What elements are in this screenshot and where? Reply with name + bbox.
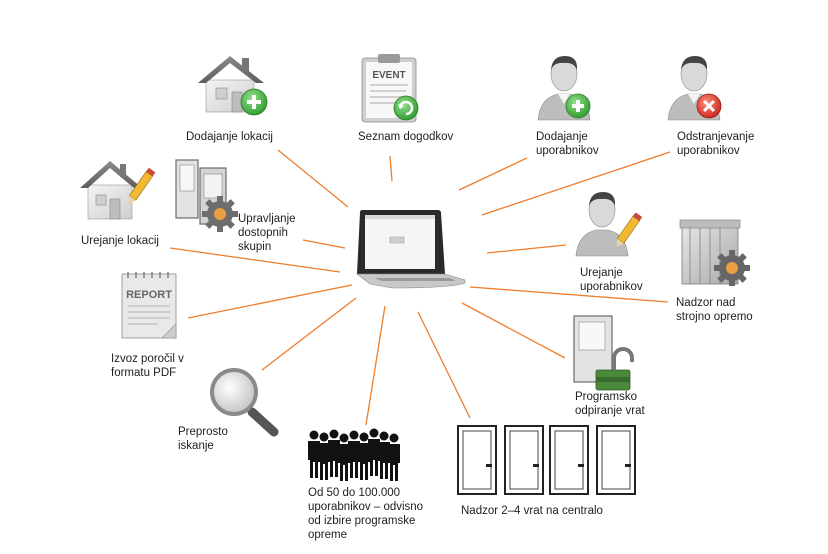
label-doors-monitor: Nadzor 2–4 vrat na centralo bbox=[461, 505, 603, 517]
spoke-add-users bbox=[458, 157, 528, 191]
label-add-users: Dodajanje uporabnikov bbox=[536, 131, 599, 157]
user-add-icon bbox=[537, 56, 591, 121]
spoke-search bbox=[261, 297, 357, 371]
house-add-icon bbox=[198, 56, 268, 116]
label-access-groups: Upravljanje dostopnih skupin bbox=[238, 213, 296, 253]
label-hardware-monitor: Nadzor nad strojno opremo bbox=[676, 297, 753, 323]
spoke-doors bbox=[417, 311, 471, 419]
door-unlock-icon bbox=[573, 315, 634, 391]
user-edit-icon bbox=[575, 192, 643, 257]
spoke-access-groups bbox=[302, 239, 346, 249]
label-edit-location: Urejanje lokacij bbox=[81, 235, 159, 247]
spoke-event-list bbox=[389, 155, 393, 182]
laptop-icon bbox=[356, 210, 466, 289]
spoke-pdf-report bbox=[187, 284, 353, 319]
controller-gear-icon bbox=[679, 219, 750, 286]
label-event-list: Seznam dogodkov bbox=[358, 131, 454, 143]
event-clipboard-icon: EVENT bbox=[361, 54, 419, 123]
house-edit-icon bbox=[80, 161, 156, 220]
svg-text:EVENT: EVENT bbox=[372, 70, 405, 81]
doors-gear-icon bbox=[175, 159, 238, 232]
spoke-add-location bbox=[277, 149, 349, 208]
spoke-remove-users bbox=[481, 151, 671, 216]
label-pdf-report: Izvoz poročil v formatu PDF bbox=[111, 353, 184, 379]
label-add-location: Dodajanje lokacij bbox=[186, 131, 273, 143]
spoke-hardware bbox=[469, 286, 669, 303]
svg-text:REPORT: REPORT bbox=[126, 289, 172, 301]
label-remove-users: Odstranjevanje uporabnikov bbox=[677, 131, 755, 157]
spoke-edit-location bbox=[169, 247, 341, 273]
connector-lines bbox=[169, 149, 671, 426]
crowd-icon bbox=[308, 428, 400, 481]
label-users-count: Od 50 do 100.000 uporabnikov – odvisno o… bbox=[308, 487, 424, 541]
spoke-program-open bbox=[461, 302, 566, 359]
spoke-users-count bbox=[365, 305, 386, 426]
doors-icon bbox=[457, 425, 636, 495]
spoke-edit-users bbox=[486, 244, 567, 254]
magnifier-icon bbox=[210, 368, 279, 437]
label-program-open: Programsko odpiranje vrat bbox=[575, 391, 645, 417]
report-icon: REPORT bbox=[121, 272, 177, 339]
label-edit-users: Urejanje uporabnikov bbox=[580, 267, 643, 293]
label-search: Preprosto iskanje bbox=[178, 426, 228, 452]
user-remove-icon bbox=[667, 56, 722, 121]
